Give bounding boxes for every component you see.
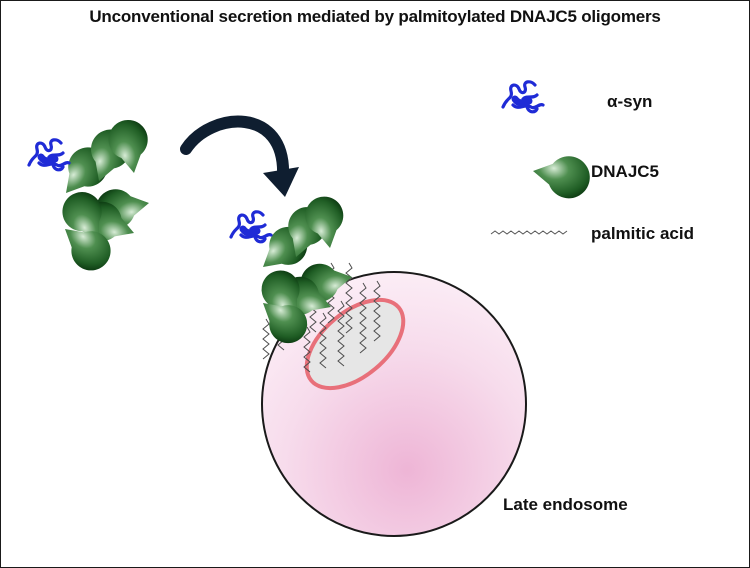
legend-asyn-icon [503, 82, 543, 112]
free-dnajc5-oligomer [50, 116, 154, 279]
legend-dnajc5-label: DNAJC5 [591, 162, 660, 181]
curved-arrow-icon [180, 115, 299, 197]
figure-title: Unconventional secretion mediated by pal… [89, 7, 661, 26]
legend-palmitic-acid-label: palmitic acid [591, 224, 694, 243]
legend-dnajc5-icon [529, 150, 594, 202]
late-endosome-label: Late endosome [503, 495, 628, 514]
bound-asyn-icon [231, 212, 271, 242]
legend-asyn-label: α-syn [607, 92, 653, 111]
legend-palmitic-acid-icon [490, 230, 568, 235]
free-asyn-icon [29, 140, 69, 170]
membrane-patch [304, 297, 406, 391]
